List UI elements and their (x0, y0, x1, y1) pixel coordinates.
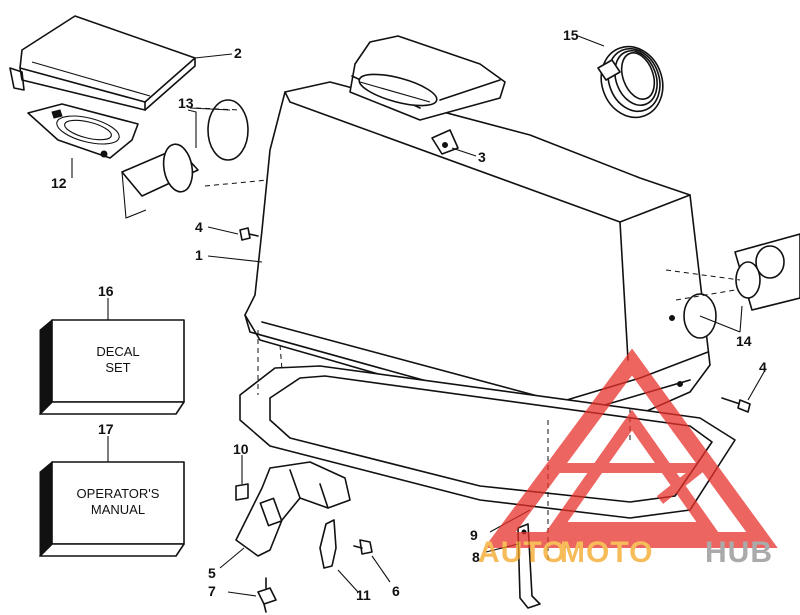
callout-10: 10 (233, 441, 249, 457)
callout-3: 3 (478, 149, 486, 165)
callout-12: 12 (51, 175, 67, 191)
callout-labels: 2 13 12 3 4 1 15 14 4 16 17 10 5 7 6 11 … (51, 27, 767, 603)
part-2-cover-cap (9, 15, 196, 111)
callout-11: 11 (356, 587, 371, 603)
part-1-motor-cover (244, 35, 711, 431)
callout-16: 16 (98, 283, 114, 299)
part-4-screw-right (721, 397, 751, 413)
watermark-text-auto: AUTO (478, 536, 566, 569)
callout-9: 9 (470, 527, 478, 543)
part-11-bracket (319, 519, 337, 569)
watermark-text-hub: HUB (705, 536, 773, 569)
decal-box-line-2: SET (105, 360, 130, 375)
decal-box-line-1: DECAL (96, 344, 139, 359)
callout-1: 1 (195, 247, 203, 263)
part-15-cable (597, 45, 664, 119)
part-13-decals (121, 99, 269, 219)
callout-7: 7 (208, 583, 216, 599)
part-5-bracket (235, 461, 351, 557)
part-10-clip (235, 483, 249, 501)
callout-17: 17 (98, 421, 114, 437)
callout-8: 8 (472, 549, 480, 565)
part-12-gasket (27, 103, 139, 159)
callout-4-left: 4 (195, 219, 203, 235)
watermark-logo-triangle (484, 348, 778, 548)
callout-6: 6 (392, 583, 400, 599)
manual-box-line-2: MANUAL (91, 502, 145, 517)
callout-5: 5 (208, 565, 216, 581)
part-6-screw (353, 539, 373, 555)
callout-4-right: 4 (759, 359, 767, 375)
part-17-manual-box: OPERATOR'S MANUAL (39, 460, 185, 558)
manual-box-line-1: OPERATOR'S (77, 486, 160, 501)
automotohub-watermark: AUTO MOTO HUB (478, 348, 778, 569)
part-4-screw-left (239, 227, 259, 241)
callout-2: 2 (234, 45, 242, 61)
watermark-text-moto: MOTO (560, 536, 653, 569)
callout-14: 14 (736, 333, 752, 349)
callout-15: 15 (563, 27, 579, 43)
callout-13: 13 (178, 95, 194, 111)
part-16-decal-set-box: DECAL SET (39, 318, 185, 416)
part-7-grommet (257, 577, 277, 613)
